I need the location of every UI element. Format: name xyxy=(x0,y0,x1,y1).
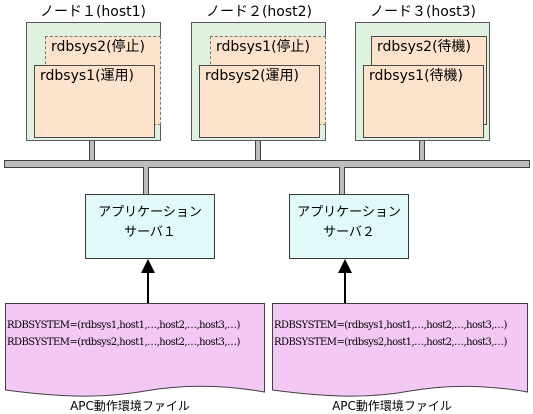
rdbsys-front-label: rdbsys1(待機) xyxy=(369,68,463,84)
apc-file-1: RDBSYSTEM=(rdbsys1,host1,…,host2,…,host3… xyxy=(5,303,265,383)
file-line2: RDBSYSTEM=(rdbsys2,host1,…,host2,…,host3… xyxy=(7,337,240,348)
node-box-host3: rdbsys2(待機) rdbsys1(待機) xyxy=(355,22,490,141)
app-server-line1: アプリケーション xyxy=(98,205,202,220)
file-caption-2: APC動作環境ファイル xyxy=(332,399,452,413)
apc-file-2-wave xyxy=(272,382,528,397)
node-box-host2: rdbsys1(停止) rdbsys2(運用) xyxy=(191,22,326,141)
app2-connector xyxy=(339,167,345,195)
rdbsys-front-host3: rdbsys1(待機) xyxy=(363,65,484,138)
node-title-host2: ノード２(host2) xyxy=(205,4,313,20)
apc-file-1-wave xyxy=(5,382,265,397)
arrow-line-1 xyxy=(147,270,149,304)
arrow-up-icon xyxy=(141,259,155,273)
rdbsys-back-label: rdbsys2(停止) xyxy=(51,39,145,55)
rdbsys-back-label: rdbsys2(待機) xyxy=(377,39,471,55)
app-server-1: アプリケーション サーバ１ xyxy=(85,194,215,259)
app-server-line2: サーバ２ xyxy=(323,225,375,240)
apc-file-2: RDBSYSTEM=(rdbsys1,host1,…,host2,…,host3… xyxy=(272,303,528,383)
node3-connector xyxy=(419,141,425,161)
node-title-host3: ノード３(host3) xyxy=(369,4,477,20)
file-line1: RDBSYSTEM=(rdbsys1,host1,…,host2,…,host3… xyxy=(274,320,507,331)
rdbsys-front-label: rdbsys2(運用) xyxy=(205,68,299,84)
app1-connector xyxy=(143,167,149,195)
file-caption-1: APC動作環境ファイル xyxy=(70,399,190,413)
rdbsys-front-host2: rdbsys2(運用) xyxy=(199,65,320,138)
app-server-line1: アプリケーション xyxy=(297,205,401,220)
rdbsys-back-label: rdbsys1(停止) xyxy=(216,39,310,55)
rdbsys-front-host1: rdbsys1(運用) xyxy=(34,65,155,138)
app-server-2: アプリケーション サーバ２ xyxy=(289,194,409,259)
app-server-line2: サーバ１ xyxy=(124,225,176,240)
node2-connector xyxy=(255,141,261,161)
arrow-up-icon xyxy=(338,259,352,273)
arrow-line-2 xyxy=(344,270,346,304)
file-line2: RDBSYSTEM=(rdbsys2,host1,…,host2,…,host3… xyxy=(274,337,507,348)
node-title-host1: ノード１(host1) xyxy=(39,4,147,20)
rdbsys-front-label: rdbsys1(運用) xyxy=(40,68,134,84)
file-line1: RDBSYSTEM=(rdbsys1,host1,…,host2,…,host3… xyxy=(7,320,240,331)
node1-connector xyxy=(89,141,95,161)
node-box-host1: rdbsys2(停止) rdbsys1(運用) xyxy=(26,22,161,141)
network-bus xyxy=(4,160,530,168)
